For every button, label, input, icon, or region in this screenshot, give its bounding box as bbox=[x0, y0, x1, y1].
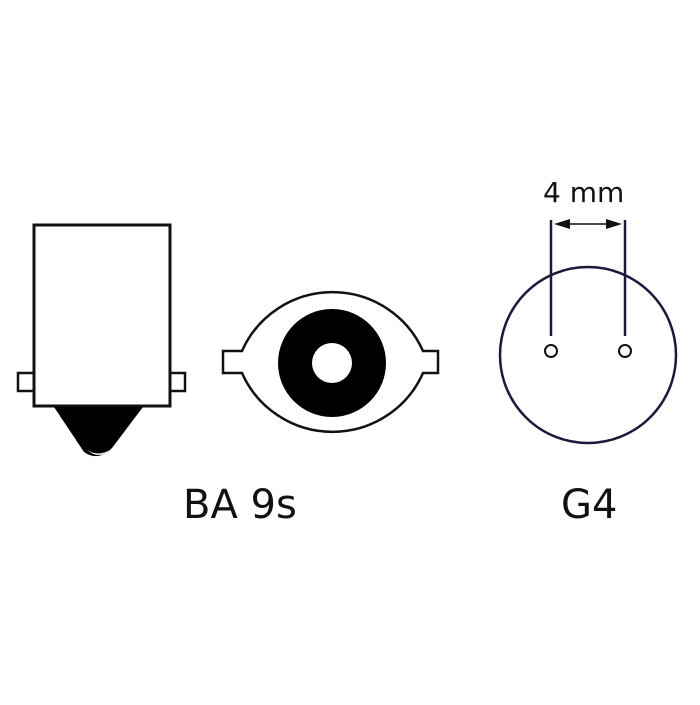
g4-bottom-view bbox=[498, 219, 678, 445]
g4-right-pin bbox=[618, 344, 632, 358]
g4-label: G4 bbox=[561, 482, 618, 528]
g4-dimension-arrow-left bbox=[554, 219, 570, 229]
ba9s-bottom-view bbox=[221, 290, 440, 434]
ba9s-side-view bbox=[16, 223, 187, 457]
g4-left-pin bbox=[544, 344, 558, 358]
ba9s-center-hole bbox=[312, 343, 352, 383]
ba9s-label: BA 9s bbox=[183, 482, 297, 528]
ba9s-left-bayonet-pin bbox=[16, 371, 36, 393]
g4-dimension-label: 4 mm bbox=[543, 176, 625, 209]
ba9s-right-bayonet-pin bbox=[168, 371, 187, 393]
ba9s-contact-tip bbox=[54, 407, 143, 457]
ba9s-body bbox=[32, 223, 172, 408]
g4-base-outline bbox=[498, 265, 678, 445]
g4-dimension-arrow-right bbox=[606, 219, 622, 229]
ba9s-contact-tip-highlight bbox=[87, 450, 110, 455]
